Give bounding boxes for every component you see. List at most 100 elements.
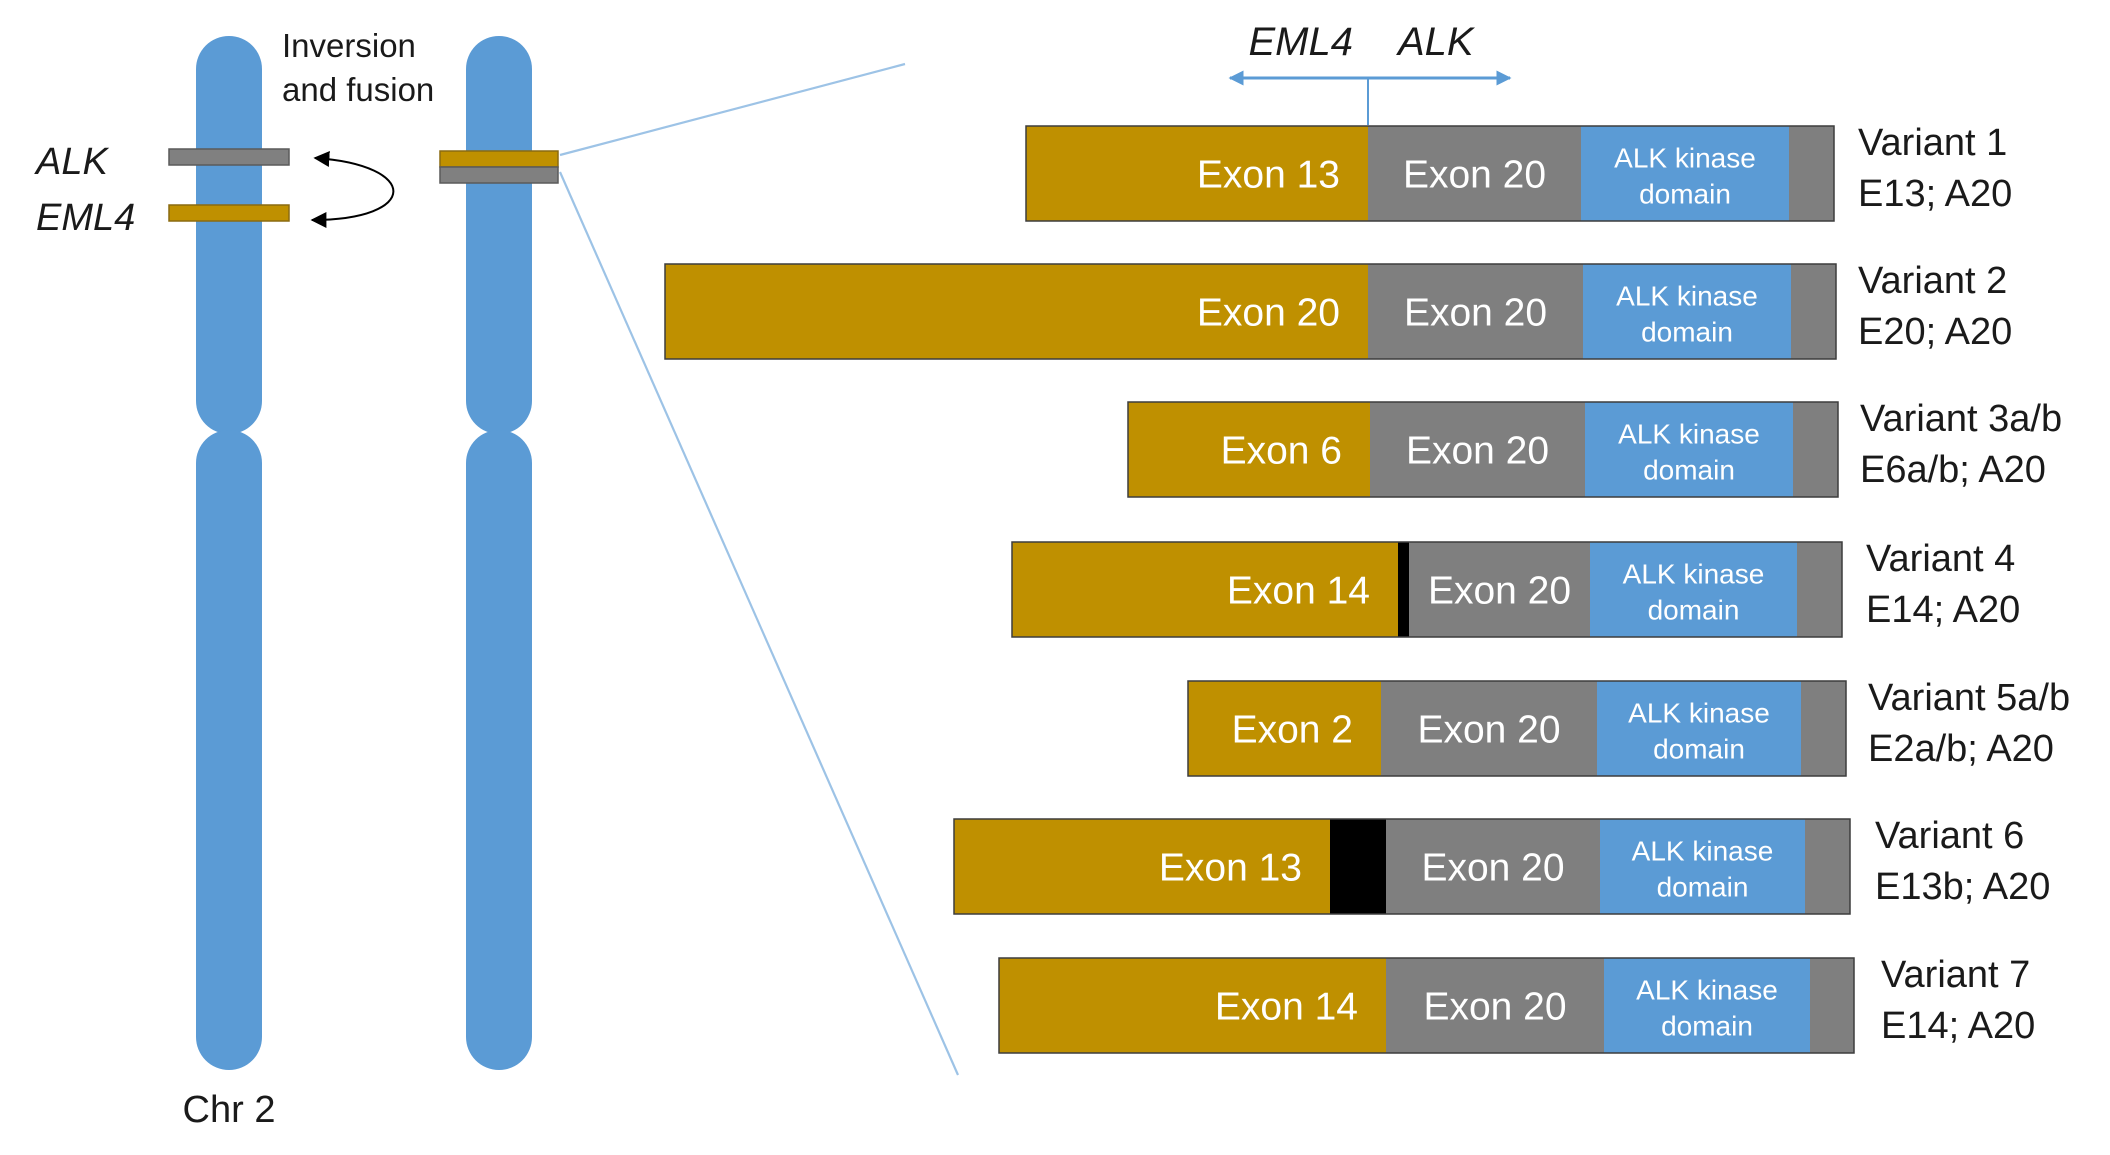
- eml4-exon-label: Exon 13: [1197, 154, 1340, 197]
- variant-bar-outline: [998, 957, 1855, 1054]
- alk-exon-label: Exon 20: [1421, 847, 1564, 890]
- alk-exon-segment: [1381, 681, 1597, 776]
- eml4-exon-label: Exon 13: [1159, 847, 1302, 890]
- chromosome-label: Chr 2: [183, 1089, 276, 1131]
- alk-exon-segment: [1370, 402, 1585, 497]
- kinase-label-line2: domain: [1641, 317, 1733, 348]
- variant-code: E14; A20: [1866, 589, 2020, 631]
- alk-exon-label: Exon 20: [1417, 709, 1560, 752]
- variant-bar-outline: [1025, 125, 1835, 222]
- alk-exon-segment: [1368, 264, 1583, 359]
- direction-label-eml4: EML4: [1249, 20, 1354, 64]
- variant-name: Variant 1: [1858, 122, 2007, 164]
- kinase-label-line1: ALK kinase: [1632, 836, 1774, 867]
- intronic-insert-segment: [1398, 542, 1409, 637]
- variant-name: Variant 2: [1858, 260, 2007, 302]
- chromosome-inverted-q-arm: [466, 430, 532, 1070]
- alk-kinase-domain-segment: [1597, 681, 1801, 776]
- eml4-exon-segment: [1026, 126, 1368, 221]
- zoom-line-top: [559, 62, 906, 157]
- variant-bars: Exon 13 Exon 20 ALK kinase domain Variant 1 E…: [664, 122, 2070, 1054]
- zoom-line-bottom: [558, 171, 960, 1076]
- kinase-label-line1: ALK kinase: [1628, 698, 1770, 729]
- eml4-exon-segment: [954, 819, 1330, 914]
- variant-code: E2a/b; A20: [1868, 728, 2054, 770]
- kinase-label-line1: ALK kinase: [1618, 419, 1760, 450]
- eml4-exon-segment: [1128, 402, 1370, 497]
- variant-bar-5: Exon 2 Exon 20 ALK kinase domain Variant 5a/…: [1187, 677, 2070, 777]
- eml4-exon-label: Exon 14: [1227, 570, 1370, 613]
- kinase-label-line2: domain: [1639, 179, 1731, 210]
- kinase-label-line2: domain: [1653, 734, 1745, 765]
- chromosome-original-q-arm: [196, 430, 262, 1070]
- alk-exon-segment: [1368, 126, 1581, 221]
- variant-code: E20; A20: [1858, 311, 2012, 353]
- alk-band: [168, 148, 290, 166]
- fused-eml4-band: [439, 150, 559, 168]
- alk-exon-segment: [1409, 542, 1590, 637]
- eml4-exon-label: Exon 2: [1232, 709, 1353, 752]
- intronic-insert-segment: [1330, 819, 1386, 914]
- alk-tail-segment: [1797, 542, 1842, 637]
- kinase-label-line1: ALK kinase: [1623, 559, 1765, 590]
- alk-kinase-domain-segment: [1590, 542, 1797, 637]
- eml4-exon-label: Exon 6: [1221, 430, 1342, 473]
- variant-code: E14; A20: [1881, 1005, 2035, 1047]
- chromosome-original-p-arm: [196, 36, 262, 434]
- variant-bar-outline: [664, 263, 1837, 360]
- eml4-exon-segment: [999, 958, 1386, 1053]
- chromosome-inverted-p-arm: [466, 36, 532, 434]
- eml4-band: [168, 204, 290, 222]
- variant-name: Variant 3a/b: [1860, 398, 2062, 440]
- eml4-exon-label: Exon 20: [1197, 292, 1340, 335]
- eml4-exon-segment: [1188, 681, 1381, 776]
- alk-tail-segment: [1789, 126, 1834, 221]
- alk-exon-label: Exon 20: [1428, 570, 1571, 613]
- alk-tail-segment: [1810, 958, 1854, 1053]
- alk-exon-label: Exon 20: [1404, 292, 1547, 335]
- event-label-line1: Inversion: [282, 27, 416, 64]
- chromosome-inverted: [439, 36, 559, 1070]
- alk-tail-segment: [1791, 264, 1836, 359]
- alk-kinase-domain-segment: [1604, 958, 1810, 1053]
- direction-label-alk: ALK: [1396, 20, 1476, 64]
- eml4-exon-label: Exon 14: [1215, 986, 1358, 1029]
- variant-code: E13; A20: [1858, 173, 2012, 215]
- alk-kinase-domain-segment: [1583, 264, 1791, 359]
- eml4-exon-segment: [1012, 542, 1398, 637]
- alk-exon-label: Exon 20: [1403, 154, 1546, 197]
- alk-exon-segment: [1386, 819, 1600, 914]
- chromosome-original: [168, 36, 290, 1070]
- alk-kinase-domain-segment: [1581, 126, 1789, 221]
- variant-name: Variant 6: [1875, 815, 2024, 857]
- event-label-line2: and fusion: [282, 71, 434, 108]
- eml4-exon-segment: [665, 264, 1368, 359]
- gene-label-alk: ALK: [34, 141, 109, 183]
- variant-bar-outline: [1011, 541, 1843, 638]
- variant-bar-6: Exon 13 Exon 20 ALK kinase domain Variant 6 E…: [953, 815, 2050, 915]
- alk-exon-label: Exon 20: [1423, 986, 1566, 1029]
- alk-exon-label: Exon 20: [1406, 430, 1549, 473]
- variant-bar-outline: [953, 818, 1851, 915]
- kinase-label-line2: domain: [1648, 595, 1740, 626]
- variant-code: E13b; A20: [1875, 866, 2050, 908]
- kinase-label-line2: domain: [1657, 872, 1749, 903]
- variant-bar-outline: [1187, 680, 1847, 777]
- variant-name: Variant 5a/b: [1868, 677, 2070, 719]
- kinase-label-line1: ALK kinase: [1616, 281, 1758, 312]
- alk-exon-segment: [1386, 958, 1604, 1053]
- kinase-label-line2: domain: [1643, 455, 1735, 486]
- kinase-label-line1: ALK kinase: [1636, 975, 1778, 1006]
- alk-tail-segment: [1805, 819, 1850, 914]
- variant-bar-outline: [1127, 401, 1839, 498]
- alk-kinase-domain-segment: [1585, 402, 1793, 497]
- alk-tail-segment: [1793, 402, 1838, 497]
- alk-tail-segment: [1801, 681, 1846, 776]
- variant-code: E6a/b; A20: [1860, 449, 2046, 491]
- variant-bar-3: Exon 6 Exon 20 ALK kinase domain Variant 3a/…: [1127, 398, 2062, 498]
- alk-kinase-domain-segment: [1600, 819, 1805, 914]
